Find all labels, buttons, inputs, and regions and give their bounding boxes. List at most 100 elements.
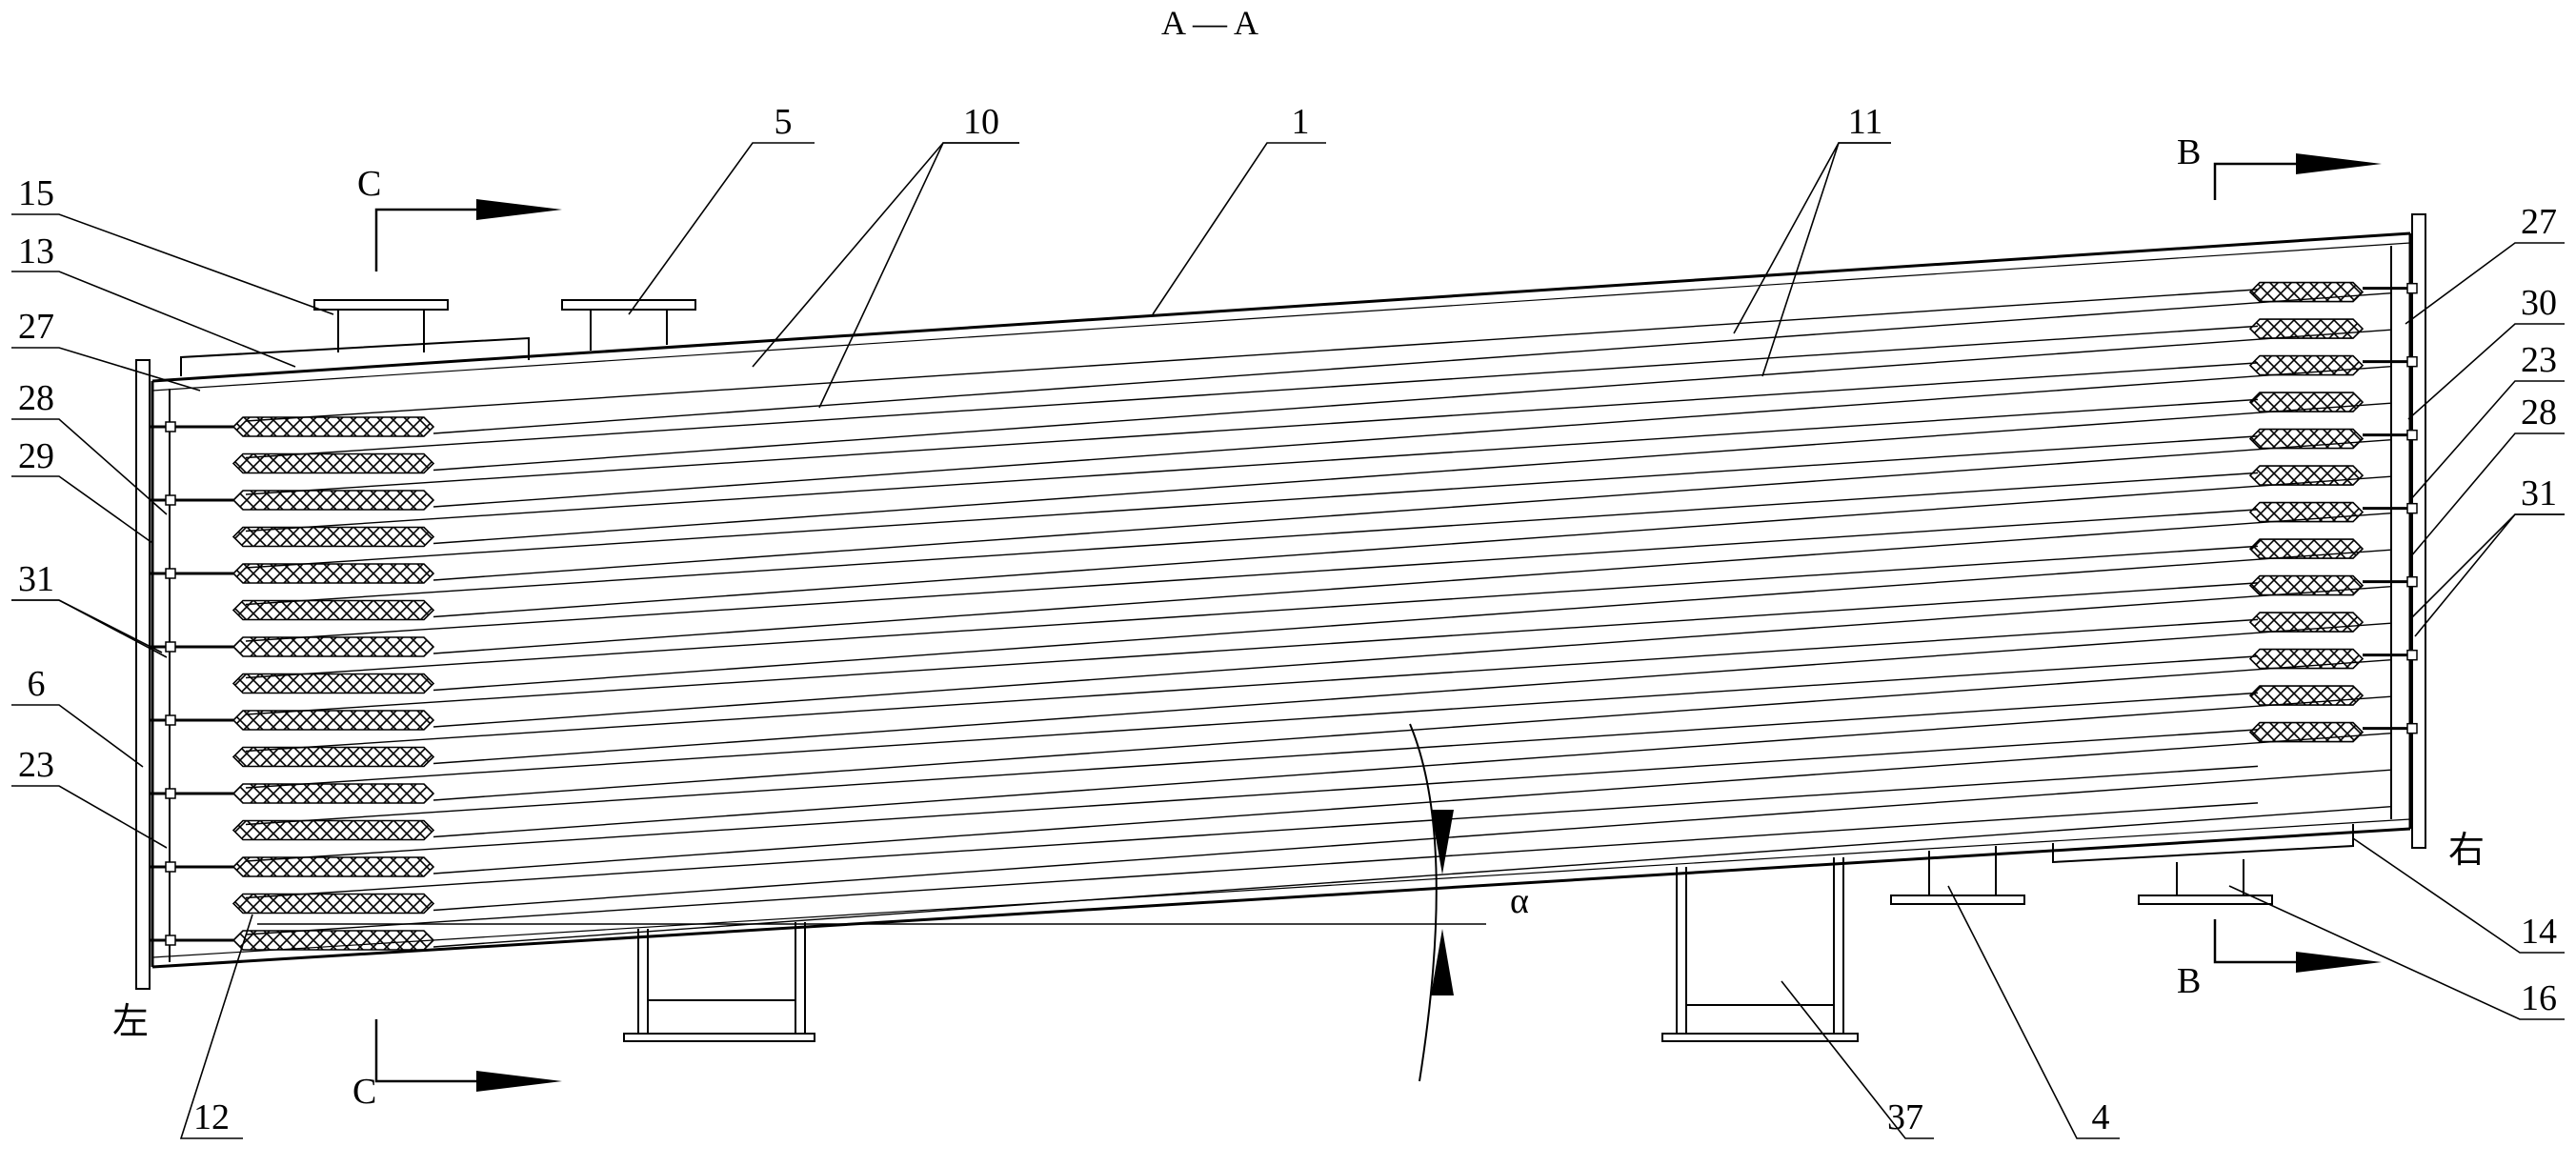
label-31-left: 31 (18, 559, 54, 599)
label-23-right: 23 (2521, 340, 2557, 380)
tube-line (245, 435, 2259, 569)
tube-hatch-left (231, 490, 435, 511)
section-title: A — A (1161, 4, 1258, 42)
tube-hatch-right (2248, 612, 2365, 633)
tube-hatch-right (2248, 354, 2365, 376)
tube-hatch-left (231, 636, 435, 657)
tube-line (245, 802, 2259, 935)
label-28-right: 28 (2521, 392, 2557, 432)
tube-line (245, 545, 2259, 679)
angle-dimension: α (257, 723, 1529, 1082)
right-joint (2406, 355, 2418, 368)
tube-hatch-right (2248, 721, 2365, 743)
right-joint (2406, 649, 2418, 661)
tube-hatch-left (231, 526, 435, 548)
right-tube-sheet (2390, 213, 2426, 849)
label-31-right: 31 (2521, 473, 2557, 513)
tube-hatch-left (231, 930, 435, 951)
tube-line (433, 366, 2392, 508)
tube-line (433, 695, 2392, 838)
label-11: 11 (1848, 102, 1883, 142)
nozzle-5 (561, 299, 696, 351)
label-27-right: 27 (2521, 202, 2557, 242)
tube-line (245, 509, 2259, 642)
section-mark-c-bottom: C (352, 1019, 562, 1112)
tube-line (245, 362, 2259, 495)
support-37 (1661, 857, 1859, 1042)
support-left (623, 922, 815, 1042)
section-mark-b-bottom: B (2177, 919, 2382, 1001)
tube-hatch-right (2248, 392, 2365, 412)
tube-hatch-left (231, 673, 435, 694)
tube-line (433, 475, 2392, 618)
tube-hatch-left (231, 893, 435, 915)
tube-line (433, 439, 2392, 581)
label-13: 13 (18, 231, 54, 271)
tube-hatch-right (2248, 648, 2365, 670)
tube-line (245, 692, 2259, 826)
tube-line (433, 769, 2392, 912)
tube-hatch-right (2248, 465, 2365, 486)
right-joint (2406, 282, 2418, 294)
label-4: 4 (2092, 1097, 2110, 1137)
right-joint (2406, 575, 2418, 588)
tube-hatch-right (2248, 574, 2365, 596)
tube-hatch-left (231, 783, 435, 804)
label-12: 12 (193, 1097, 230, 1137)
section-c-top-label: C (357, 164, 381, 204)
section-mark-b-top: B (2177, 132, 2382, 200)
tube-hatch-left (231, 856, 435, 877)
tube-hatch-right (2248, 318, 2365, 339)
tube-line (245, 618, 2259, 753)
tube-line (245, 765, 2259, 899)
tube-line (245, 398, 2259, 533)
label-28-left: 28 (18, 378, 54, 418)
left-joint (165, 714, 176, 726)
left-joint (165, 788, 176, 799)
label-29: 29 (18, 436, 54, 476)
part-labels: 1 5 10 11 15 13 27 28 29 31 6 23 12 37 4… (18, 102, 2557, 1137)
label-16: 16 (2521, 978, 2557, 1018)
tube-line (245, 655, 2259, 789)
tube-line (245, 729, 2259, 862)
tube-hatch-left (231, 746, 435, 768)
top-plate-13 (180, 336, 530, 376)
tube-hatch-right (2248, 501, 2365, 523)
tube-line (433, 292, 2392, 434)
tube-line (433, 402, 2392, 545)
angle-label: α (1510, 881, 1529, 921)
tube-hatch-right (2248, 685, 2365, 706)
label-23-left: 23 (18, 745, 54, 785)
tube-line (433, 513, 2392, 654)
tube-line (433, 806, 2392, 948)
section-b-top-label: B (2177, 132, 2201, 172)
tube-hatch-left (231, 452, 435, 474)
left-joint (165, 421, 176, 432)
tube-line (433, 586, 2392, 728)
label-30: 30 (2521, 283, 2557, 323)
tube-line (433, 733, 2392, 874)
left-side-label: 左 (112, 1002, 149, 1042)
label-6: 6 (28, 664, 46, 704)
tube-hatch-right (2248, 281, 2365, 303)
tube-line (245, 472, 2259, 606)
section-mark-c-top: C (357, 164, 562, 271)
label-1: 1 (1292, 102, 1310, 142)
left-joint (165, 494, 176, 506)
right-joint (2406, 502, 2418, 514)
tube-hatch-left (231, 563, 435, 584)
label-14: 14 (2521, 912, 2557, 952)
left-joint (165, 641, 176, 653)
leader-lines (11, 142, 2565, 1139)
right-joint (2406, 429, 2418, 441)
tube-hatch-right (2248, 538, 2365, 559)
tube-hatch-left (231, 710, 435, 731)
tube-hatch-right (2248, 428, 2365, 450)
bottom-plate-14 (2052, 824, 2354, 864)
nozzle-15 (313, 299, 449, 352)
left-joint (165, 935, 176, 946)
right-side-label: 右 (2448, 831, 2485, 871)
tube-bundle (150, 281, 2418, 951)
tube-hatch-left (231, 416, 435, 437)
